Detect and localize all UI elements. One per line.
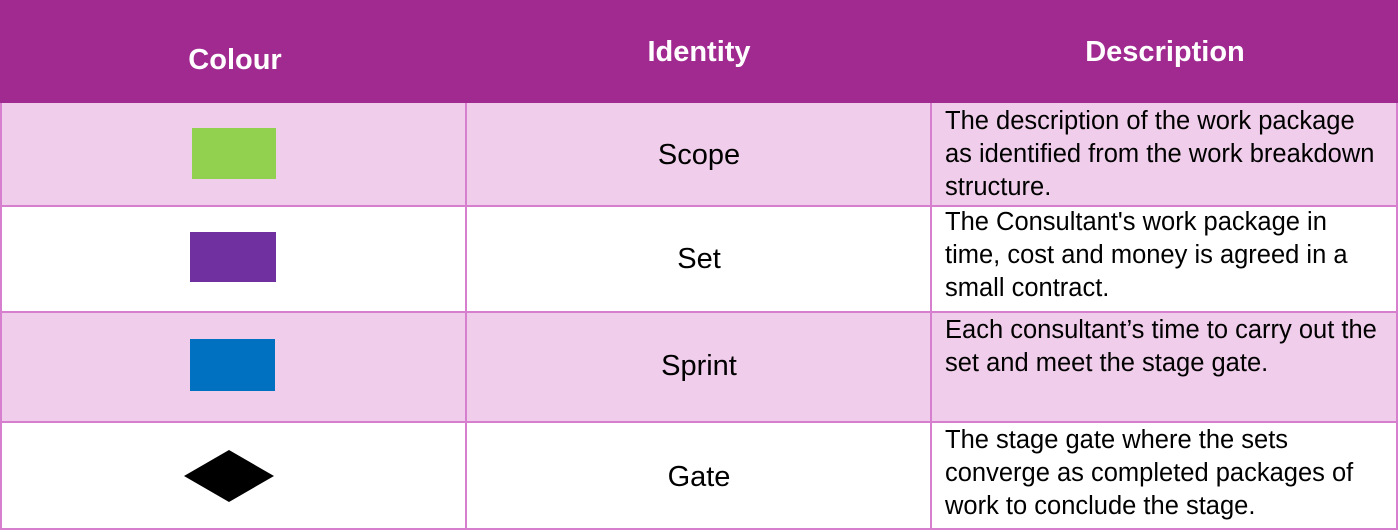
- description-text: The description of the work package as i…: [945, 107, 1375, 201]
- table-row: Gate The stage gate where the sets conve…: [0, 422, 1398, 530]
- set-color-swatch: [190, 232, 276, 282]
- identity-cell: Sprint: [466, 312, 932, 422]
- colour-cell: [0, 206, 466, 312]
- identity-cell: Set: [466, 206, 932, 312]
- colour-cell: [0, 103, 466, 206]
- grid-line: [465, 103, 467, 530]
- colour-cell: [0, 312, 466, 422]
- header-identity: Identity: [647, 36, 751, 68]
- description-cell: The Consultant's work package in time, c…: [932, 206, 1398, 312]
- description-cell: The description of the work package as i…: [932, 103, 1398, 206]
- grid-line: [0, 421, 1398, 423]
- colour-cell: [0, 422, 466, 530]
- identity-cell: Scope: [466, 103, 932, 206]
- header-description: Description: [1085, 36, 1245, 68]
- grid-line: [0, 103, 2, 530]
- grid-line: [1396, 103, 1398, 530]
- description-cell: The stage gate where the sets converge a…: [932, 422, 1398, 530]
- table-row: Set The Consultant's work package in tim…: [0, 206, 1398, 312]
- sprint-color-swatch: [190, 339, 275, 391]
- description-text: The stage gate where the sets converge a…: [945, 426, 1354, 520]
- description-cell: Each consultant’s time to carry out the …: [932, 312, 1398, 422]
- identity-label: Sprint: [661, 350, 737, 382]
- grid-line: [0, 528, 1398, 530]
- identity-label: Gate: [667, 461, 731, 493]
- table-row: Scope The description of the work packag…: [0, 103, 1398, 206]
- identity-label: Set: [677, 243, 721, 275]
- table-row: Sprint Each consultant’s time to carry o…: [0, 312, 1398, 422]
- grid-line: [0, 205, 1398, 207]
- grid-line: [930, 103, 932, 530]
- description-text: The Consultant's work package in time, c…: [945, 208, 1348, 302]
- header-colour: Colour: [188, 44, 282, 76]
- description-text: Each consultant’s time to carry out the …: [945, 316, 1377, 377]
- scope-color-swatch: [192, 128, 276, 179]
- identity-label: Scope: [657, 139, 741, 171]
- grid-line: [0, 311, 1398, 313]
- diamond-icon: [184, 450, 274, 502]
- identity-cell: Gate: [466, 422, 932, 530]
- table-header: Colour Identity Description: [0, 0, 1398, 103]
